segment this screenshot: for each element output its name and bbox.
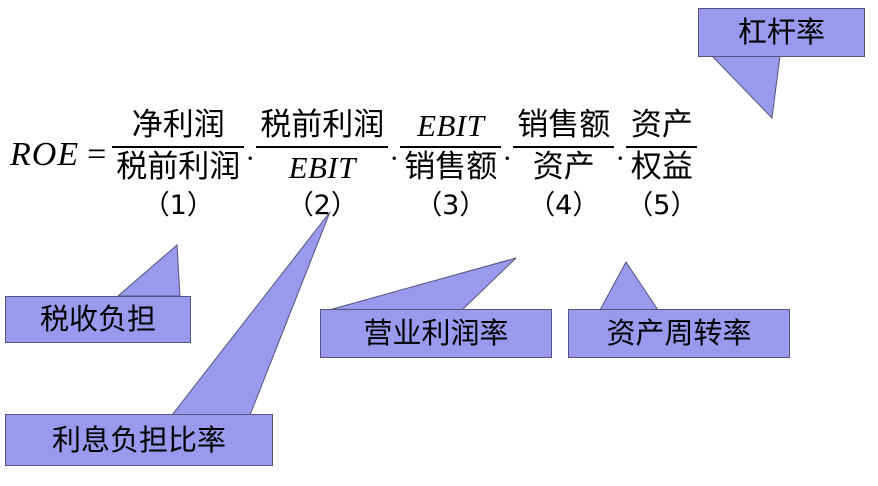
callout-leverage-ratio[interactable]: 杠杆率 [698, 8, 865, 57]
formula-term-3: EBIT 销售额 （3） [400, 108, 502, 222]
term-4-numerator: 销售额 [517, 107, 611, 143]
tail-operating-margin [328, 257, 517, 311]
formula-operator-2: · [389, 142, 400, 175]
term-1-numerator: 净利润 [131, 107, 225, 143]
formula-lhs-roe: ROE [10, 136, 80, 173]
term-5-index: （5） [626, 189, 698, 221]
callout-tax-burden-label: 税收负担 [39, 302, 156, 336]
term-2-index: （2） [286, 189, 358, 221]
term-4-index: （4） [528, 189, 600, 221]
term-1-index: （1） [142, 189, 214, 221]
formula-operator-3: · [502, 142, 513, 175]
formula-operator-4: · [615, 142, 626, 175]
callout-interest-burden-ratio[interactable]: 利息负担比率 [5, 414, 273, 466]
tail-leverage-ratio [710, 55, 781, 120]
roe-formula: ROE = 净利润 税前利润 （1） · 税前利润 EBIT （2） · EBI… [10, 107, 698, 248]
term-3-index: （3） [415, 189, 487, 221]
tail-tax-burden [116, 243, 181, 297]
callout-tax-burden[interactable]: 税收负担 [5, 296, 191, 343]
formula-operator-1: · [245, 142, 256, 175]
term-4-fraction-bar [513, 145, 615, 148]
term-3-fraction-bar [400, 145, 502, 148]
term-3-denominator: 销售额 [404, 148, 498, 185]
tail-asset-turnover [599, 261, 659, 311]
formula-term-1: 净利润 税前利润 （1） [112, 107, 245, 222]
formula-term-4: 销售额 资产 （4） [513, 107, 615, 222]
term-5-denominator: 权益 [630, 148, 693, 185]
term-4-denominator: 资产 [532, 148, 595, 185]
callout-operating-margin-label: 营业利润率 [363, 316, 509, 350]
term-1-fraction-bar [112, 145, 245, 148]
formula-equals-sign: = [87, 136, 107, 173]
term-1-denominator: 税前利润 [116, 148, 241, 185]
callout-operating-margin[interactable]: 营业利润率 [320, 309, 552, 358]
term-2-denominator: EBIT [288, 149, 356, 185]
term-2-fraction-bar [256, 145, 389, 148]
term-3-numerator: EBIT [417, 108, 485, 143]
term-2-numerator: 税前利润 [260, 107, 385, 143]
term-5-fraction-bar [626, 145, 698, 148]
callout-asset-turnover-label: 资产周转率 [606, 316, 752, 350]
callout-asset-turnover[interactable]: 资产周转率 [568, 309, 790, 358]
term-5-numerator: 资产 [630, 107, 693, 143]
formula-term-5: 资产 权益 （5） [626, 107, 698, 222]
formula-term-2: 税前利润 EBIT （2） [256, 107, 389, 222]
callout-leverage-ratio-label: 杠杆率 [737, 15, 825, 49]
callout-interest-burden-ratio-label: 利息负担比率 [51, 422, 226, 457]
